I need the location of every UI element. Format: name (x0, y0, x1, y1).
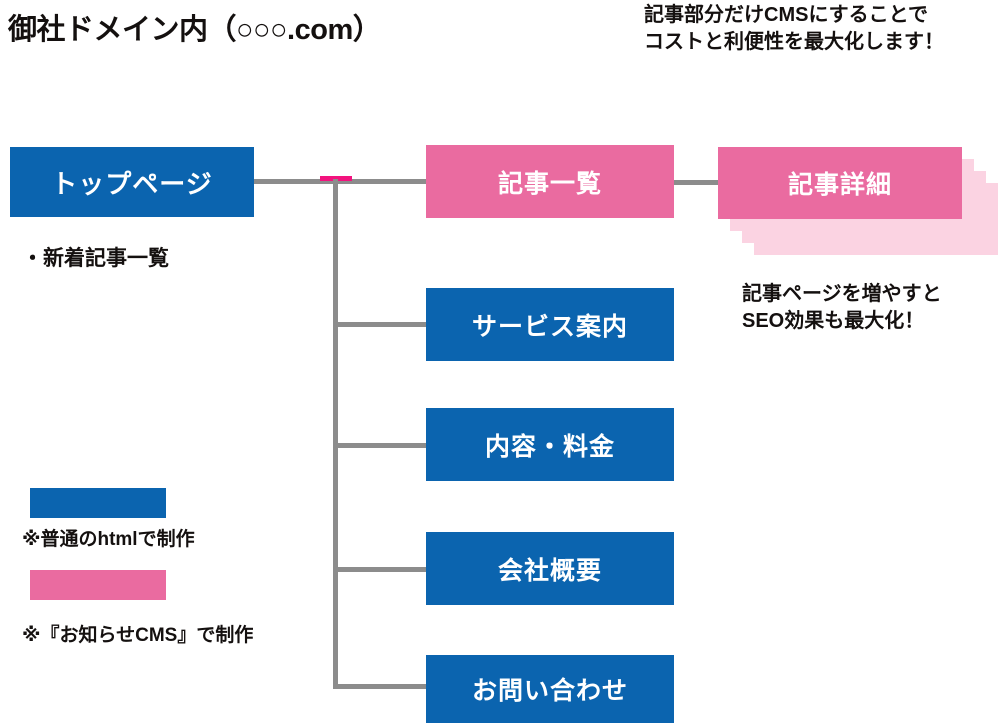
node-top-page[interactable]: トップページ (10, 147, 254, 217)
top-page-note: ・新着記事一覧 (22, 247, 169, 270)
annotation-seo-line2: SEO効果も最大化！ (742, 310, 925, 332)
connector-branch-service (333, 322, 426, 327)
connector-branch-company (333, 567, 426, 572)
connector-branch-pricing (333, 443, 426, 448)
node-article-list[interactable]: 記事一覧 (426, 145, 674, 218)
annotation-cms-benefit-line2: コストと利便性を最大化します！ (644, 31, 944, 53)
connector-articles-to-detail (674, 180, 720, 185)
node-contact-label: お問い合わせ (471, 677, 628, 705)
node-company[interactable]: 会社概要 (426, 532, 674, 605)
connector-branch-contact (333, 684, 426, 689)
legend-label-cms: ※『お知らせCMS』で制作 (22, 625, 254, 646)
node-contact[interactable]: お問い合わせ (426, 655, 674, 723)
node-article-list-label: 記事一覧 (497, 169, 602, 198)
connector-top-horizontal (254, 179, 426, 184)
node-article-detail-label: 記事詳細 (787, 171, 892, 199)
annotation-cms-benefit: 記事部分だけCMSにすることで コストと利便性を最大化します！ (644, 2, 944, 56)
annotation-seo-line1: 記事ページを増やすと (742, 283, 942, 305)
node-company-label: 会社概要 (497, 556, 602, 585)
annotation-cms-benefit-line1: 記事部分だけCMSにすることで (644, 4, 929, 26)
legend-label-html: ※普通のhtmlで制作 (22, 529, 195, 550)
annotation-seo: 記事ページを増やすと SEO効果も最大化！ (742, 281, 942, 335)
connector-trunk-vertical (333, 179, 338, 688)
node-pricing-label: 内容・料金 (484, 432, 615, 461)
node-top-page-label: トップページ (51, 168, 213, 199)
page-title: 御社ドメイン内（○○○.com） (8, 14, 382, 46)
legend-swatch-html (30, 488, 166, 518)
node-article-detail[interactable]: 記事詳細 (718, 147, 962, 219)
legend-swatch-cms (30, 570, 166, 600)
node-pricing[interactable]: 内容・料金 (426, 408, 674, 481)
connector-accent-marker (320, 176, 352, 181)
node-service[interactable]: サービス案内 (426, 288, 674, 361)
node-service-label: サービス案内 (471, 312, 628, 341)
